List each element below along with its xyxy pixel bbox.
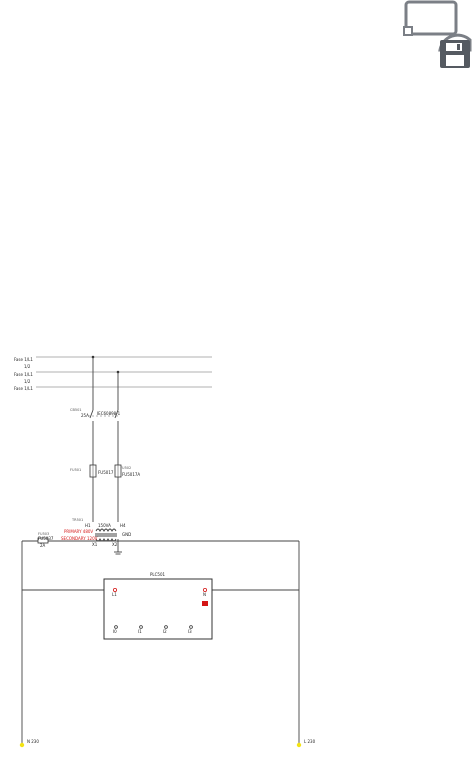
secondary-circuit: FU503 FU5037 2A [21, 532, 300, 745]
breaker-code: IEC60898-1 [97, 411, 121, 416]
plc-input-right: N [203, 592, 206, 597]
circuit-breaker: CB501 25A IEC60898-1 [70, 408, 121, 465]
fuse-tag-left: FU501 [70, 468, 81, 472]
cloud-save-icon[interactable] [402, 0, 475, 70]
rail-2-label: Fase 1/L1 [14, 372, 33, 377]
transformer-left-tap: H1 [85, 523, 91, 528]
transformer-secondary-left: X1 [92, 542, 98, 547]
transformer-secondary-right: X2 [112, 542, 118, 547]
rail-3-label: Fase 1/L1 [14, 386, 33, 391]
plc-input-left: L1 [112, 592, 117, 597]
rail-label-3: Fase 1/L1 [14, 386, 33, 391]
transformer: TR501 H1 150VA H4 X1 X2 GND PRIMARY 480V… [61, 518, 131, 555]
plc-io-0: I0 [113, 629, 117, 634]
plc-io-3: I3 [188, 629, 192, 634]
secondary-fuse-label: FU5037 [38, 536, 54, 541]
rail-1-label: Fase 1/L1 [14, 357, 33, 362]
breaker-tag: CB501 [70, 408, 82, 412]
secondary-fuse-sub: 2A [40, 543, 46, 548]
rail-label-2: Fase 1/L1 1/2 [14, 372, 33, 384]
terminal-left: N 230 [19, 739, 39, 748]
plc-io-2: I2 [163, 629, 167, 634]
fuses: FU501 FU5017 FU502 FU5017A [70, 464, 140, 522]
fuse-right-label: FU5017A [122, 472, 140, 477]
terminal-right-label: L 230 [304, 739, 316, 744]
secondary-fuse-tag: FU503 [38, 532, 49, 536]
breaker-rating: 25A [81, 413, 89, 418]
transformer-tag: TR501 [71, 518, 83, 522]
primary-voltage: PRIMARY 480V [64, 529, 93, 534]
plc-module: PLC501 L1 N I0 I1 I2 I3 [103, 572, 213, 640]
terminal-right: L 230 [296, 739, 316, 748]
transformer-gnd: GND [122, 532, 131, 537]
power-rails [36, 356, 212, 388]
plc-io-1: I1 [138, 629, 142, 634]
transformer-rating: 150VA [98, 523, 111, 528]
rail-2-sub: 1/2 [24, 379, 31, 384]
fuse-left-label: FU5017 [98, 470, 114, 475]
terminal-left-label: N 230 [27, 739, 39, 744]
plc-tag: PLC501 [150, 572, 166, 577]
transformer-right-tap: H4 [120, 523, 126, 528]
rail-label-1: Fase 1/L1 1/2 [14, 357, 33, 369]
fuse-tag-right: FU502 [120, 466, 131, 470]
rail-1-sub: 1/2 [24, 364, 31, 369]
secondary-voltage: SECONDARY 120V [61, 536, 98, 541]
